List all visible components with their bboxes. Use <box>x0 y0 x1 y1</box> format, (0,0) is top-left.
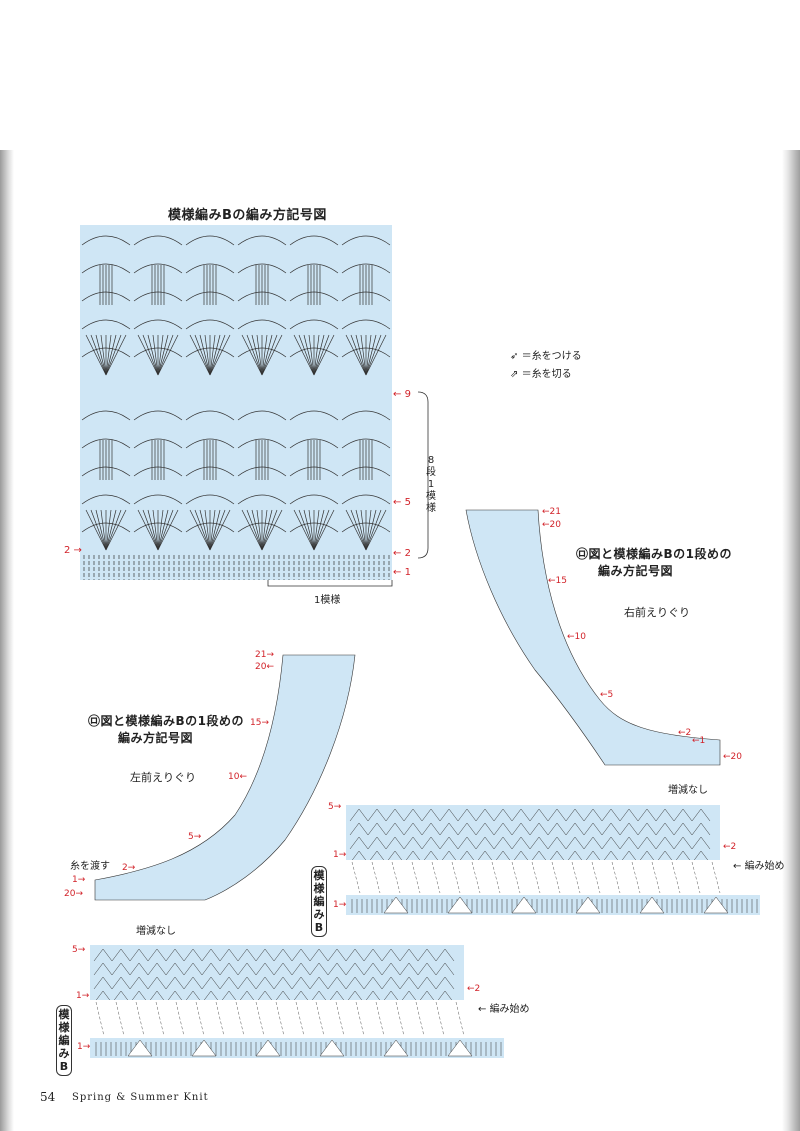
left-start-label: ← 編み始め <box>478 1004 530 1015</box>
left-row-5: 5→ <box>188 832 202 842</box>
right-vertical-label: 模様編みB <box>311 866 327 937</box>
right-chart-title-2: 編み方記号図 <box>598 564 674 578</box>
main-stitch-chart <box>80 225 392 580</box>
left-row1-svg <box>95 1039 502 1057</box>
left-row-2: 2→ <box>122 863 136 873</box>
right-band-row-5: 5→ <box>328 802 342 812</box>
left-chart-title: ㋺図と模様編みBの1段めの <box>88 714 244 728</box>
left-row-15: 15→ <box>250 718 269 728</box>
right-row-5: ←5 <box>600 690 614 700</box>
right-row-20b: ←20 <box>723 752 742 762</box>
left-row-21: 21→ <box>255 650 274 660</box>
page-edge-shadow <box>782 150 800 1131</box>
right-row-10: ←10 <box>567 632 586 642</box>
left-chart-title-2: 編み方記号図 <box>118 731 194 745</box>
main-row-label-5: ← 5 <box>393 497 411 508</box>
left-neckline-label: 左前えりぐり <box>130 771 196 784</box>
page-top-margin <box>0 0 800 150</box>
left-row-1: 1→ <box>72 875 86 885</box>
right-band-row-2: ←2 <box>723 842 737 852</box>
left-row-10: 10← <box>228 772 247 782</box>
right-band-row-1: 1→ <box>333 850 347 860</box>
repeat-rows-label: 8段1模様 <box>426 455 436 514</box>
cut-yarn-icon: ⇗ <box>510 369 519 380</box>
page-number: 54 <box>40 1090 56 1104</box>
main-row-label-9: ← 9 <box>393 389 411 400</box>
right-pattern-b-row <box>346 895 760 915</box>
right-neckline-label: 右前えりぐり <box>624 606 690 619</box>
left-band-svg <box>93 948 455 1000</box>
left-row-20b: 20→ <box>64 889 83 899</box>
right-row1-svg <box>351 896 758 914</box>
left-vertical-label: 模様編みB <box>56 1005 72 1076</box>
carry-yarn-label: 糸を渡す <box>70 861 110 872</box>
attach-yarn-icon: ➶ <box>510 351 519 362</box>
left-pattern-row-1: 1→ <box>77 1042 91 1052</box>
magazine-title: Spring & Summer Knit <box>72 1092 209 1103</box>
right-no-change: 増減なし <box>668 785 708 796</box>
left-row-20: 20← <box>255 662 274 672</box>
right-row-1: ←1 <box>692 736 706 746</box>
main-chart-title: 模様編みBの編み方記号図 <box>168 208 327 223</box>
main-stitch-svg <box>81 235 391 580</box>
right-row-21: ←21 <box>542 507 561 517</box>
right-pattern-row-1: 1→ <box>333 900 347 910</box>
repeat-width-label: 1模様 <box>314 595 341 606</box>
right-start-label: ← 編み始め <box>733 861 785 872</box>
main-left-row-label: 2 → <box>64 545 82 556</box>
legend-attach: ➶ ＝糸をつける <box>510 351 582 362</box>
left-band-row-5: 5→ <box>72 945 86 955</box>
legend-cut: ⇗ ＝糸を切る <box>510 369 572 380</box>
right-row-15: ←15 <box>548 576 567 586</box>
right-chart-title: ㋺図と模様編みBの1段めの <box>576 547 732 561</box>
main-row-label-2: ← 2 <box>393 548 411 559</box>
right-row-20: ←20 <box>542 520 561 530</box>
right-row-2: ←2 <box>678 728 692 738</box>
left-pattern-b-row <box>90 1038 504 1058</box>
left-band-row-2: ←2 <box>467 984 481 994</box>
left-band-row-1: 1→ <box>76 991 90 1001</box>
main-row-label-1: ← 1 <box>393 567 411 578</box>
left-no-change: 増減なし <box>136 926 176 937</box>
left-band-chart <box>90 945 464 1000</box>
right-band-svg <box>349 808 711 860</box>
page-spine-shadow <box>0 150 14 1131</box>
right-band-chart <box>346 805 720 860</box>
